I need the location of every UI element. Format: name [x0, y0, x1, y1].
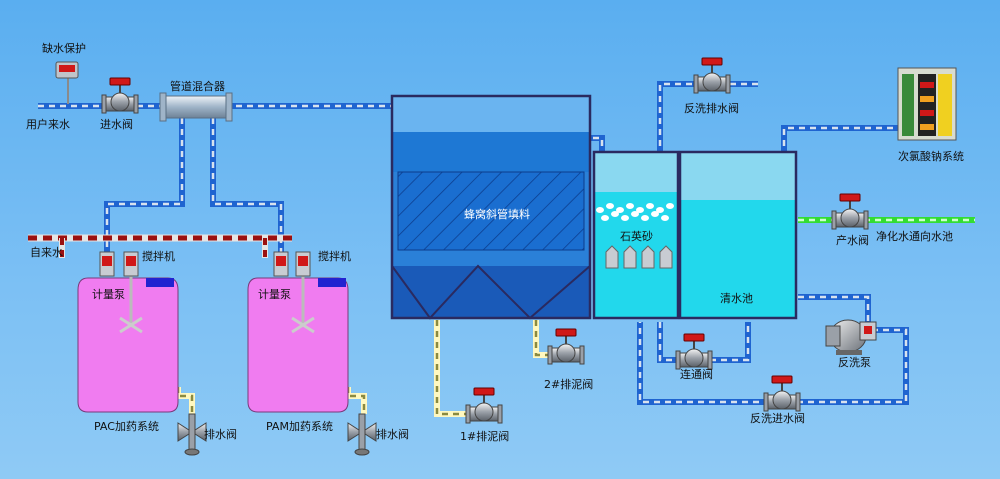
label-mixer-right: 搅拌机	[318, 249, 351, 263]
label-backwash-drain-valve: 反洗排水阀	[684, 101, 739, 115]
label-water-protect: 缺水保护	[42, 41, 86, 55]
label-pac-system: PAC加药系统	[94, 420, 159, 433]
drain-valve-right[interactable]	[347, 413, 377, 456]
label-hypochlorite-system: 次氯酸钠系统	[898, 149, 964, 163]
backwash-inlet-valve[interactable]	[763, 375, 801, 412]
hypochlorite-pipe	[781, 125, 900, 190]
label-meter-pump-left: 计量泵	[92, 288, 125, 301]
label-backwash-inlet-valve: 反洗进水阀	[750, 411, 805, 425]
label-mixer-left: 搅拌机	[142, 249, 175, 263]
label-product-valve: 产水阀	[836, 233, 869, 247]
label-backwash-pump: 反洗泵	[838, 356, 871, 369]
label-inlet-valve: 进水阀	[100, 117, 133, 131]
labels: 缺水保护 用户来水 进水阀 管道混合器 自来水 搅拌机 搅拌机 计量泵 计量泵 …	[26, 41, 964, 443]
label-tap-water: 自来水	[30, 246, 63, 259]
product-valve[interactable]	[831, 193, 869, 230]
quartz-sand-particles	[596, 203, 674, 221]
valves[interactable]	[101, 57, 869, 456]
label-to-pool: 净化水通向水池	[876, 229, 953, 243]
pump-suction-pipe	[798, 294, 871, 322]
label-tube-settler: 蜂窝斜管填料	[464, 207, 530, 221]
label-pam-system: PAM加药系统	[266, 420, 333, 433]
tap-water-pipe	[28, 234, 292, 258]
tube-settler-media	[397, 171, 585, 251]
backwash-drain-valve[interactable]	[693, 57, 731, 94]
hypochlorite-unit[interactable]	[897, 67, 957, 141]
water-protection-sensor[interactable]	[55, 61, 79, 104]
pam-dosing-units[interactable]	[273, 251, 311, 277]
quartz-sand-filter[interactable]	[592, 150, 680, 320]
label-sludge-valve-1: 1#排泥阀	[460, 429, 509, 443]
sludge-pipes	[175, 320, 554, 417]
pipe-mixer[interactable]	[159, 92, 233, 122]
label-clear-tank: 清水池	[720, 292, 753, 305]
pac-tank[interactable]	[77, 264, 179, 413]
bypass-valve[interactable]	[675, 333, 713, 370]
drain-valve-left[interactable]	[177, 413, 207, 456]
label-pipe-mixer: 管道混合器	[170, 79, 225, 93]
label-drain-valve-left: 排水阀	[204, 427, 237, 441]
label-quartz-sand: 石英砂	[620, 229, 653, 243]
clear-water-tank[interactable]	[678, 150, 798, 320]
label-meter-pump-right: 计量泵	[258, 288, 291, 301]
backwash-pump[interactable]	[825, 319, 877, 355]
sludge-valve-1[interactable]	[465, 387, 503, 424]
pac-dosing-units[interactable]	[99, 251, 139, 277]
label-user-water: 用户来水	[26, 117, 70, 131]
tube-settler-tank[interactable]	[390, 94, 592, 320]
label-sludge-valve-2: 2#排泥阀	[544, 377, 593, 391]
label-bypass-valve: 连通阀	[680, 367, 713, 381]
inlet-valve[interactable]	[101, 77, 139, 114]
pam-tank[interactable]	[247, 264, 349, 413]
filter-nozzles	[605, 245, 673, 269]
label-drain-valve-right: 排水阀	[376, 427, 409, 441]
pam-branch-pipe	[210, 118, 284, 262]
sludge-valve-2[interactable]	[547, 328, 585, 365]
